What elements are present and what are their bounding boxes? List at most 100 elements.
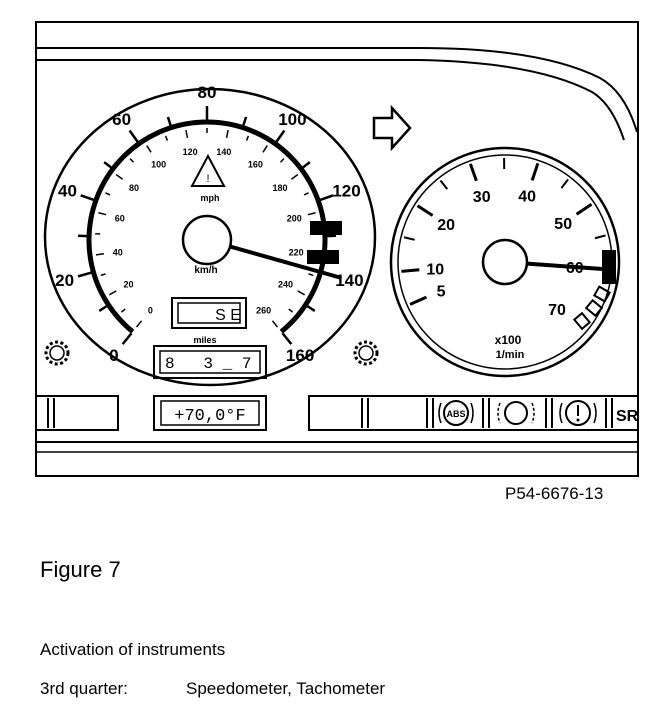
speedometer-mph-tick <box>98 304 108 313</box>
figure-title: Figure 7 <box>40 557 121 582</box>
right-indicator-panel <box>308 395 639 431</box>
tachometer-tick <box>575 203 593 216</box>
speedometer-display <box>177 302 241 324</box>
tachometer-label: 30 <box>473 189 491 206</box>
tachometer-tick <box>594 234 606 240</box>
caption-line-2-value: Speedometer, Tachometer <box>186 679 386 698</box>
speedometer-mph-tick <box>242 116 248 127</box>
speedometer-mph-label: 60 <box>112 110 131 129</box>
speedometer-kmh-tick <box>135 320 143 328</box>
tachometer-redline-stripe-1 <box>592 285 612 303</box>
tachometer-multiplier-label: x100 <box>495 333 522 347</box>
speedometer-mph-label: 100 <box>278 110 306 129</box>
reset-knob-right-icon <box>353 340 379 366</box>
speedometer-kmh-tick <box>297 290 306 296</box>
tachometer-hub <box>481 238 529 286</box>
speedometer-kmh-label: 160 <box>248 160 263 170</box>
speedometer-kmh-tick <box>308 273 314 277</box>
speedometer-kmh-tick <box>98 212 107 216</box>
odometer-display <box>159 350 261 374</box>
tachometer: 510203040506070 x100 1/min <box>389 146 621 378</box>
caption-line-2-label: 3rd quarter: <box>40 679 128 698</box>
speedometer-mph-tick <box>128 129 139 143</box>
speedometer-mph-tick <box>121 332 133 345</box>
odometer-frame <box>153 345 267 379</box>
speedometer-kmh-tick <box>146 145 152 153</box>
tachometer-tick <box>403 236 415 241</box>
speedometer-limit-marker-2 <box>307 250 339 264</box>
tachometer-tick <box>401 268 420 273</box>
speedometer-kmh-label: 20 <box>123 280 133 290</box>
tachometer-tick <box>530 162 540 181</box>
speedometer-kmh-label: 260 <box>256 305 271 315</box>
speedometer-kmh-label: 120 <box>183 147 198 157</box>
cluster-upper-contour-inner <box>36 59 625 141</box>
cluster-frame <box>35 21 639 477</box>
speedometer-kmh-label: 60 <box>115 214 125 224</box>
speedometer-kmh-tick <box>185 129 189 138</box>
speedometer-housing <box>43 87 377 387</box>
speedometer-kmh-tick <box>105 192 111 196</box>
tachometer-tick <box>409 295 428 306</box>
tachometer-labels: 510203040506070 <box>426 189 583 319</box>
speedometer-kmh-label: 240 <box>278 280 293 290</box>
speedometer-kmh-label: 180 <box>272 183 287 193</box>
left-indicator-panel <box>35 395 119 431</box>
speedometer-mph-tick <box>301 161 311 169</box>
speedometer-kmh-tick <box>245 135 250 141</box>
speedometer-kmh-tick <box>307 212 316 216</box>
tachometer-unit-label: 1/min <box>496 349 525 361</box>
speedometer-kmh-tick <box>95 253 105 256</box>
temperature-display-text: +70,0°F <box>174 407 245 426</box>
speedometer-kmh-tick <box>288 308 294 313</box>
speedometer-kmh-tick <box>290 173 299 180</box>
speedometer-mph-tick <box>77 271 92 278</box>
cluster-upper-contour <box>36 47 638 133</box>
speedometer-kmh-tick <box>164 135 169 141</box>
speedometer-kmh-label: 220 <box>289 247 304 257</box>
speedometer-mph-label: 0 <box>109 346 118 365</box>
speedometer-kmh-tick <box>279 158 285 163</box>
speedometer-mph-tick <box>80 194 95 202</box>
speedometer-display-text: S E <box>215 307 241 324</box>
speedometer-kmh-label: 40 <box>113 247 123 257</box>
speedometer-mph-tick <box>281 332 293 345</box>
abs-warning-icon: ABS <box>438 400 474 426</box>
warning-triangle-icon <box>190 153 226 187</box>
speedometer-kmh-tick <box>108 290 117 296</box>
figure-reference: P54-6676-13 <box>505 484 604 503</box>
tachometer-label: 70 <box>548 302 566 319</box>
speedometer-hub <box>181 214 233 266</box>
speedometer-kmh-label: 140 <box>216 147 231 157</box>
speedometer-mph-tick <box>103 161 113 169</box>
speedometer-mph-tick <box>319 194 334 202</box>
brake-system-warning-icon <box>559 400 597 426</box>
speedometer-mph-label: 140 <box>335 271 363 290</box>
tachometer-redline-stripe-2 <box>584 298 604 318</box>
speedometer-limit-marker-1 <box>310 221 342 235</box>
speedometer-kmh-tick <box>225 129 229 138</box>
speedometer-kmh-tick <box>129 158 135 163</box>
tachometer-tick <box>560 178 569 189</box>
temperature-display-frame <box>153 395 267 431</box>
speedometer-mph-label: 40 <box>58 182 77 201</box>
speedometer-display-frame <box>171 297 247 329</box>
speedometer-kmh-tick <box>100 273 106 277</box>
speedometer-kmh-tick <box>120 308 126 313</box>
speedometer-kmh-label: 80 <box>129 183 139 193</box>
brake-warning-icon <box>497 401 535 425</box>
tachometer-label: 10 <box>426 261 444 278</box>
speedometer-mph-label: 160 <box>286 346 314 365</box>
caption-line-1: Activation of instruments <box>40 640 226 659</box>
temperature-display <box>160 400 260 426</box>
kmh-unit-label: km/h <box>194 265 217 276</box>
speedometer-kmh-label: 100 <box>151 160 166 170</box>
speedometer-mph-tick <box>275 129 286 143</box>
tachometer-tick <box>439 179 449 190</box>
speedometer-mph-label: 120 <box>332 182 360 201</box>
speedometer-mph-tick <box>306 304 316 313</box>
reset-knob-left-icon <box>44 340 70 366</box>
tachometer-tick <box>468 163 478 182</box>
